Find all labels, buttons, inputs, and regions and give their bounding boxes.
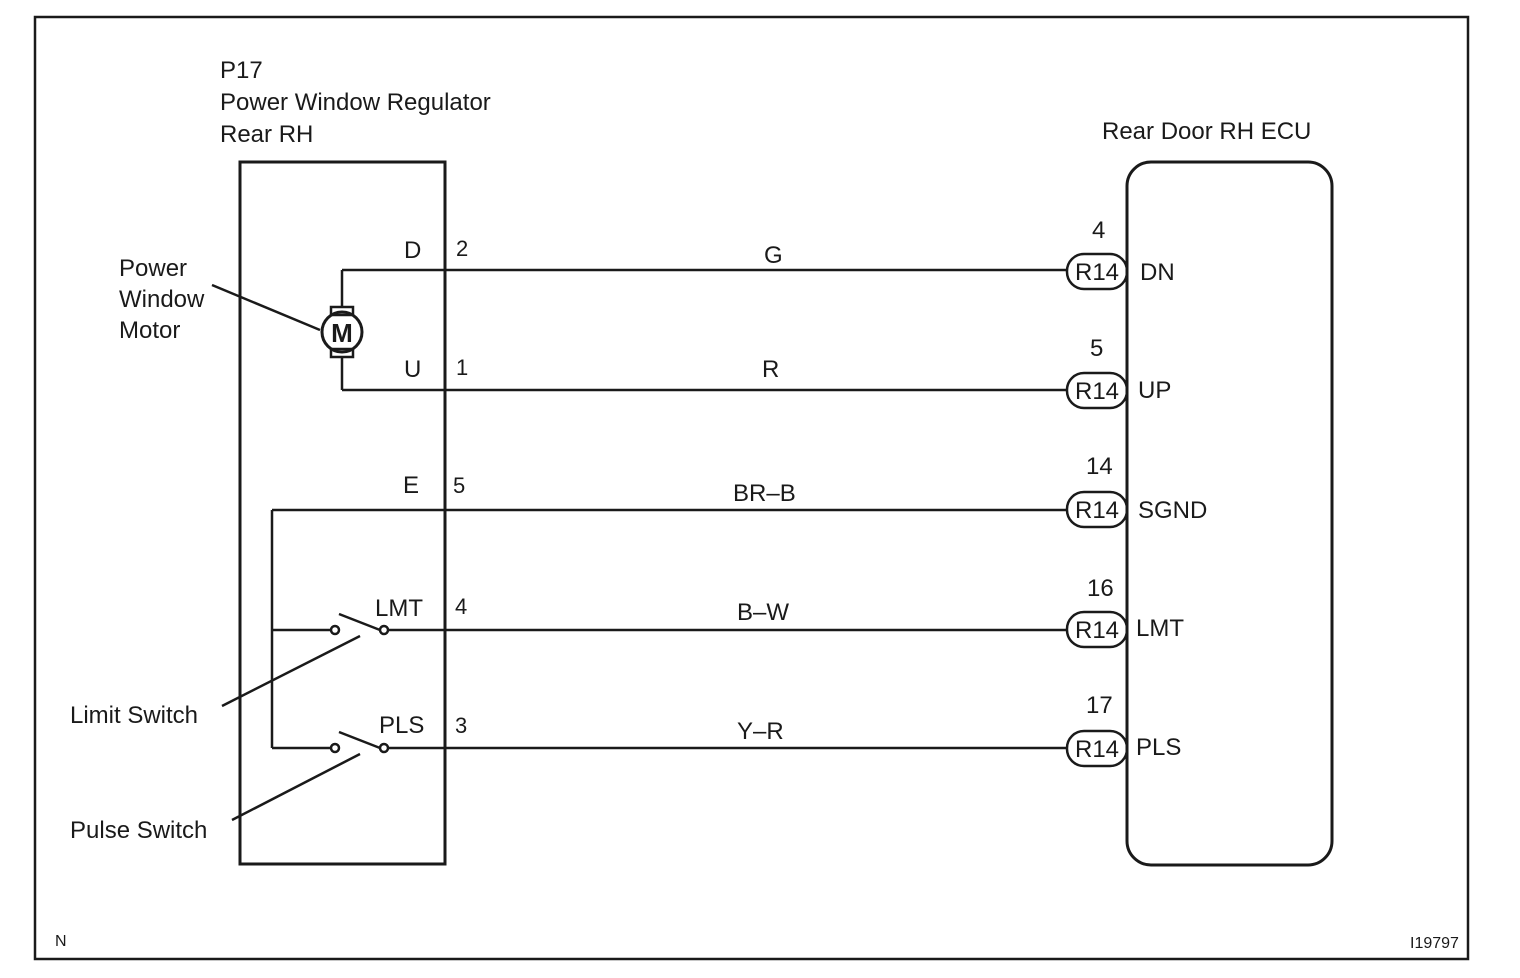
connector-label: R14 [1075,497,1119,524]
ecu-terminal-up: UP [1138,377,1171,404]
regulator-name-line1: Power Window Regulator [220,89,491,116]
ecu-terminal-pls: PLS [1136,734,1181,761]
ecu-pin-16: 16 [1087,575,1114,602]
motor-leader-line [211,283,321,332]
connector-r14-lmt [1065,610,1129,649]
wire-color-y-r: Y–R [737,718,784,745]
connector-label: R14 [1075,736,1119,763]
footer-left-mark: N [55,933,67,950]
ecu-title: Rear Door RH ECU [1102,118,1311,145]
regulator-code: P17 [220,57,263,84]
motor-label-line3: Motor [119,317,180,344]
figure-id: I19797 [1410,935,1459,952]
motor-label-line1: Power [119,255,187,282]
pin-name-d: D [404,237,421,264]
circuit-pls: PLS 3 Y–R R14 17 PLS [272,692,1181,768]
motor-icon: M [320,270,364,390]
ecu-pin-17: 17 [1086,692,1113,719]
pin-name-e: E [403,472,419,499]
pin-name-u: U [404,356,421,383]
connector-r14-up [1065,371,1129,410]
circuit-lmt: LMT 4 B–W R14 16 LMT [272,575,1184,649]
wire-color-g: G [764,242,783,269]
connector-r14-dn [1065,252,1129,291]
limit-switch-label: Limit Switch [70,702,198,729]
pin-number-2: 2 [456,236,468,261]
connector-r14-sgnd [1065,490,1129,529]
pulse-switch-leader-line [231,752,361,822]
pin-name-pls: PLS [379,712,424,739]
circuit-sgnd: E 5 BR–B R14 14 SGND [270,453,1207,748]
wire-color-br-b: BR–B [733,480,796,507]
wire-color-b-w: B–W [737,599,789,626]
diagram-frame [33,15,1470,961]
circuit-dn: D 2 G R14 4 DN [342,217,1175,291]
ecu-terminal-dn: DN [1140,259,1175,286]
connector-r14-pls [1065,729,1129,768]
regulator-box [238,160,447,866]
motor-symbol: M [331,318,353,348]
motor-label-line2: Window [119,286,205,313]
wire-color-r: R [762,356,779,383]
pin-number-4: 4 [455,594,467,619]
limit-switch-leader-line [221,634,361,708]
connector-label: R14 [1075,259,1119,286]
pulse-switch-label: Pulse Switch [70,817,207,844]
pin-number-5: 5 [453,473,465,498]
pin-number-3: 3 [455,713,467,738]
ecu-terminal-sgnd: SGND [1138,497,1207,524]
regulator-name-line2: Rear RH [220,121,313,148]
connector-label: R14 [1075,378,1119,405]
connector-label: R14 [1075,617,1119,644]
circuit-up: U 1 R R14 5 UP [342,335,1171,410]
pin-number-1: 1 [456,355,468,380]
pin-name-lmt: LMT [375,595,423,622]
ecu-terminal-lmt: LMT [1136,615,1184,642]
ecu-pin-14: 14 [1086,453,1113,480]
ecu-pin-5: 5 [1090,335,1103,362]
ecu-pin-4: 4 [1092,217,1105,244]
